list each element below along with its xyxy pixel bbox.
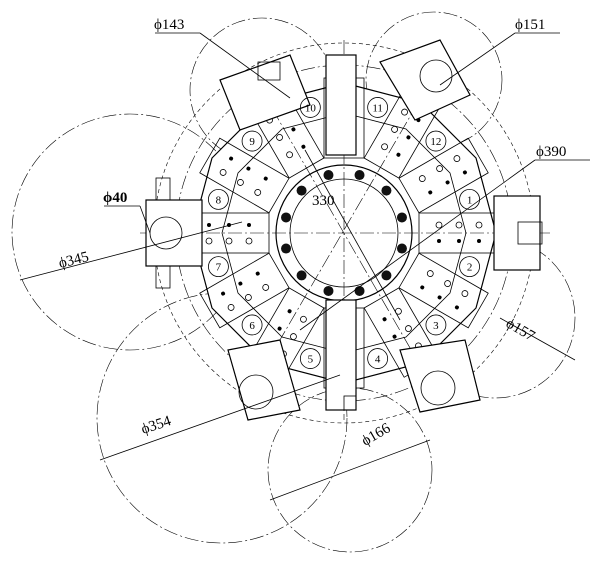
- dim-d354: ϕ354: [139, 413, 173, 438]
- station-number: 7: [216, 262, 222, 274]
- hub-bolt: [281, 212, 292, 223]
- station-circle: [208, 188, 229, 210]
- tool-top-right: [379, 39, 471, 121]
- tool-right: [493, 195, 543, 271]
- tool-bottom-left: [227, 339, 301, 421]
- dim-d40: ϕ40: [103, 190, 127, 206]
- station-circle: [299, 97, 321, 118]
- station-circle: [241, 314, 263, 336]
- tool-holder: [199, 137, 290, 214]
- dim-d157: ϕ157: [503, 316, 538, 345]
- dimension-leaders: [19, 32, 590, 501]
- dim-d143: ϕ143: [154, 17, 184, 33]
- station-number: 5: [308, 354, 314, 366]
- hub-bolt: [354, 170, 365, 181]
- station-number: 4: [375, 354, 381, 366]
- hub-bolt: [296, 270, 307, 281]
- hub-bolt: [323, 170, 334, 181]
- dim-d151: ϕ151: [515, 17, 545, 33]
- center-line-diag-1: [249, 69, 441, 401]
- dim-d166: ϕ166: [359, 420, 394, 449]
- station-number: 10: [305, 102, 317, 114]
- station-circle: [241, 130, 263, 152]
- hub-bolts: [281, 170, 407, 296]
- dim-d345: ϕ345: [57, 249, 90, 272]
- hub-bolt: [323, 285, 334, 296]
- station-circle: [425, 314, 447, 336]
- station-number: 3: [433, 320, 439, 332]
- center-line-diag-2: [244, 64, 441, 401]
- station-circle: [459, 188, 480, 210]
- hub-bolt: [396, 212, 407, 223]
- station-number: 11: [372, 102, 383, 114]
- hub-bolt: [281, 243, 292, 254]
- station-circle: [299, 348, 321, 369]
- station-number: 6: [249, 320, 255, 332]
- hub-bolt: [381, 185, 392, 196]
- station-number: 8: [216, 194, 222, 206]
- station-number: 2: [467, 262, 473, 274]
- hub-bolt: [396, 243, 407, 254]
- station-circle: [367, 97, 389, 118]
- circle-d354: [96, 292, 348, 544]
- tool-left: [145, 177, 203, 289]
- station-circle: [367, 348, 389, 369]
- tool-top-left: [219, 54, 311, 131]
- tool-top: [325, 54, 357, 156]
- station-circle: [459, 256, 480, 278]
- tool-bottom-right: [399, 339, 481, 413]
- station-circle: [425, 130, 447, 152]
- station-number: 1: [467, 194, 473, 206]
- hub-bolt: [296, 185, 307, 196]
- tool-holder: [398, 252, 489, 329]
- tool-holder: [398, 137, 489, 214]
- hub-bolt: [381, 270, 392, 281]
- large-tools: [145, 39, 543, 421]
- tool-bottom: [325, 299, 357, 411]
- hub-bolt: [354, 285, 365, 296]
- tool-holder: [199, 252, 290, 329]
- station-circle: [208, 256, 229, 278]
- tool-holders: [188, 77, 500, 389]
- station-number: 9: [249, 136, 255, 148]
- dim-d330: 330: [312, 193, 335, 209]
- dim-d390: ϕ390: [536, 144, 566, 160]
- station-number: 12: [430, 136, 441, 148]
